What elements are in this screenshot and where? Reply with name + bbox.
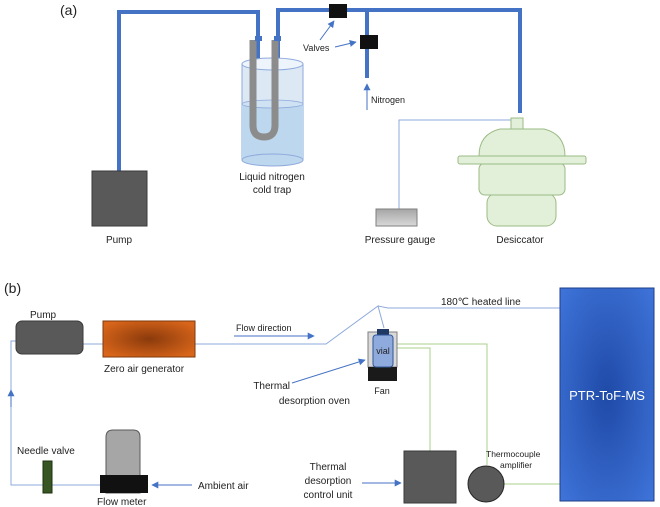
valves-arrow-2 xyxy=(334,40,357,48)
oven-arrow xyxy=(291,358,366,384)
oven-label-line2: desorption oven xyxy=(279,396,350,407)
thermo-label-line1: Thermocouple xyxy=(486,449,541,459)
thermocouple-wiring xyxy=(397,343,560,485)
ptr-label: PTR-ToF-MS xyxy=(569,388,645,403)
zero-air-generator xyxy=(102,320,196,358)
pump-a-label: Pump xyxy=(106,235,133,246)
oven-label-line1: Thermal xyxy=(253,381,290,392)
ambient-air-label: Ambient air xyxy=(198,481,249,492)
needle-valve xyxy=(42,460,53,494)
pump-b xyxy=(15,320,84,355)
flow-lines xyxy=(10,305,560,486)
vial-label: vial xyxy=(376,346,390,356)
flow-meter xyxy=(100,429,148,494)
flow-meter-label: Flow meter xyxy=(97,497,147,507)
needle-valve-label: Needle valve xyxy=(17,446,75,457)
panel-b-tag: (b) xyxy=(4,280,21,296)
heated-line-label: 180℃ heated line xyxy=(441,297,521,308)
pump-b-label: Pump xyxy=(30,310,57,321)
desiccator-label: Desiccator xyxy=(496,235,544,246)
ptr-tof-ms xyxy=(559,287,655,502)
thermocouple-amplifier xyxy=(467,465,505,503)
cold-trap-label-line2: cold trap xyxy=(253,185,292,196)
pressure-gauge-label: Pressure gauge xyxy=(365,235,436,246)
cold-trap xyxy=(241,36,304,167)
thermo-label-line2: amplifier xyxy=(500,460,532,470)
nitrogen-label: Nitrogen xyxy=(371,95,405,105)
valve-side xyxy=(360,35,378,49)
valves-label: Valves xyxy=(303,43,330,53)
control-label-line2: desorption xyxy=(305,476,352,487)
control-unit xyxy=(403,450,457,504)
cold-trap-label-line1: Liquid nitrogen xyxy=(239,172,305,183)
flow-direction-label: Flow direction xyxy=(236,323,292,333)
control-label-line1: Thermal xyxy=(310,462,347,473)
vacuum-tubing xyxy=(117,8,522,172)
fan-label: Fan xyxy=(374,386,390,396)
valves-arrow-1 xyxy=(319,20,335,41)
panel-a-tag: (a) xyxy=(60,2,77,18)
pressure-gauge xyxy=(375,208,418,227)
control-label-line3: control unit xyxy=(304,490,353,501)
valve-top xyxy=(329,4,347,18)
gauge-line xyxy=(398,119,513,209)
thermal-desorption-oven xyxy=(367,329,398,381)
desiccator xyxy=(457,117,587,227)
zero-air-label: Zero air generator xyxy=(104,364,185,375)
pump-a xyxy=(91,170,148,227)
